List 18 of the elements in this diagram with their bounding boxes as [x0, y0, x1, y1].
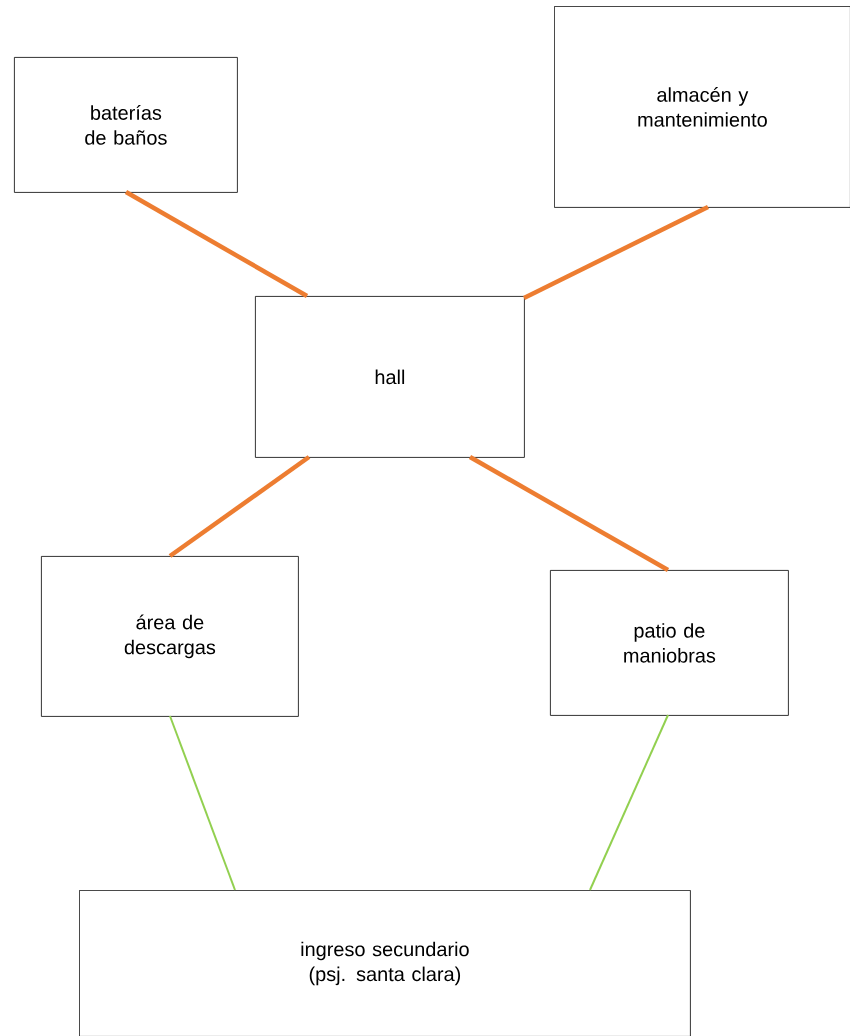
- connector-line: [168, 455, 311, 558]
- room-box: [554, 6, 850, 208]
- room-label: ingreso secundario (psj. santa clara): [301, 941, 469, 986]
- connector-line: [589, 714, 669, 891]
- room-box: [79, 890, 691, 1036]
- room-label: área de descargas: [124, 614, 216, 659]
- connector-line: [169, 715, 236, 891]
- room-box: [14, 57, 238, 193]
- connector-line: [468, 455, 670, 572]
- room-label: baterías de baños: [85, 105, 167, 145]
- room-label: hall: [375, 369, 405, 385]
- room-box: [41, 556, 299, 717]
- room-box: [255, 296, 525, 458]
- room-box: [550, 570, 789, 716]
- connector-line: [523, 205, 709, 301]
- connector-line: [124, 190, 309, 298]
- room-label: almacén y mantenimiento: [638, 87, 767, 127]
- room-label: patio de maniobras: [624, 623, 716, 663]
